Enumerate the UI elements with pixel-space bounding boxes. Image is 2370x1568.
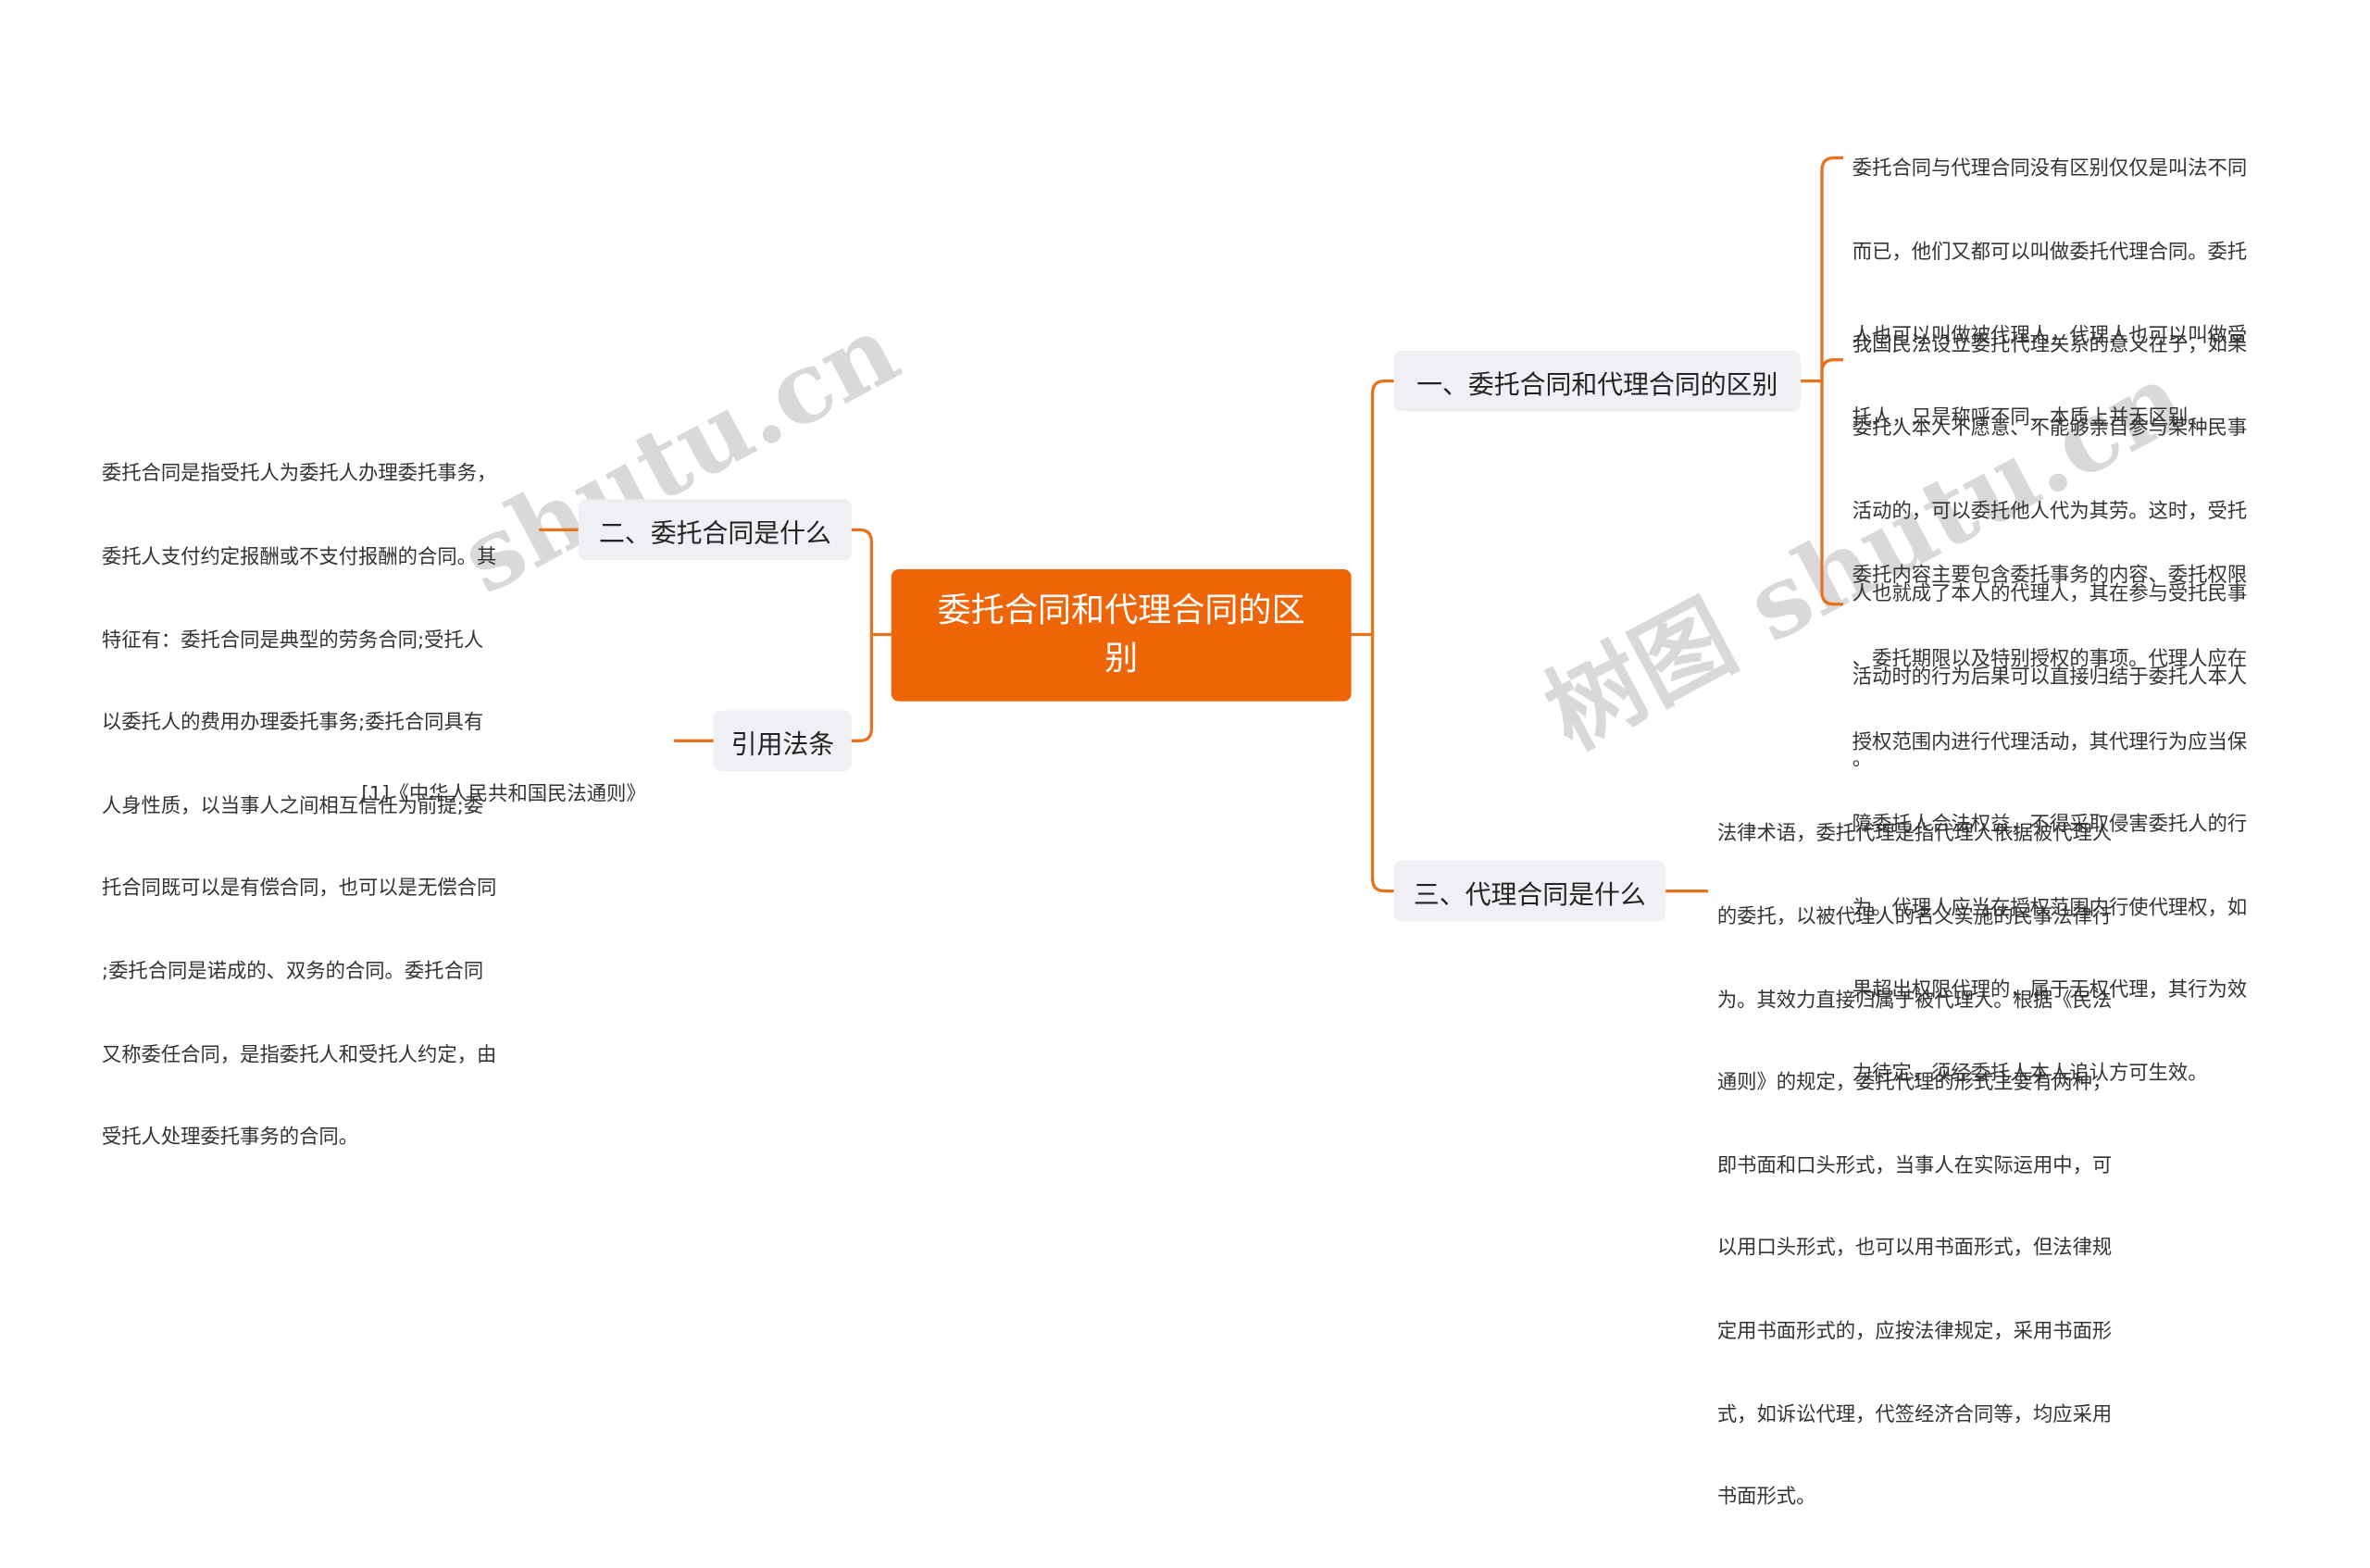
leaf-note-2-line: 活动时的行为后果可以直接归结于委托人本人	[1852, 666, 2248, 690]
leaf-note-6[interactable]: [1]《中华人民共和国民法通则》	[361, 728, 645, 865]
leaf-note-5-line: 又称委任合同，是指委托人和受托人约定，由	[101, 1043, 497, 1067]
central-topic-line-2: 别	[1104, 640, 1139, 678]
leaf-note-1-line: 人也可以叫做被代理人，代理人也可以叫做受	[1852, 324, 2248, 347]
leaf-note-4-line: 的委托，以被代理人的名义实施的民事法律行	[1716, 906, 2113, 929]
leaf-note-5-line: 特征有：委托合同是典型的劳务合同;受托人	[101, 628, 484, 653]
leaf-note-1-line: 而已，他们又都可以叫做委托代理合同。委托	[1852, 241, 2248, 265]
leaf-note-3-line: 力待定，须经委托人本人追认方可生效。	[1852, 1063, 2208, 1086]
connector-to-leaf-1	[1820, 156, 1843, 381]
leaf-note-3[interactable]: 委托内容主要包含委托事务的内容、委托权限 、委托期限以及特别授权的事项。代理人应…	[1852, 508, 2247, 1144]
branch-topic-citations-label: 引用法条	[730, 729, 835, 760]
connector-to-branch-3	[1370, 634, 1394, 893]
leaf-note-3-line: 障委托人合法权益，不得采取侵害委托人的行	[1852, 814, 2248, 838]
leaf-note-5-line: ;委托合同是诺成的、双务的合同。委托合同	[101, 961, 484, 984]
connector-lines	[539, 156, 1843, 893]
leaf-note-5-line: 委托合同是指受托人为委托人办理委托事务，	[101, 463, 497, 487]
leaf-note-2-line: 委托人本人不愿意、不能够亲自参与某种民事	[1852, 417, 2248, 441]
leaf-note-4-line: 即书面和口头形式，当事人在实际运用中，可	[1716, 1154, 2113, 1178]
leaf-note-2-line: 人也就成了本人的代理人，其在参与受托民事	[1852, 583, 2248, 606]
leaf-note-6-line: [1]《中华人民共和国民法通则》	[361, 783, 646, 807]
connector-to-leaf-3	[1820, 380, 1843, 606]
branch-topic-difference[interactable]: 一、委托合同和代理合同的区别	[1393, 350, 1802, 412]
leaf-note-1-line: 委托合同与代理合同没有区别仅仅是叫法不同	[1852, 158, 2248, 181]
leaf-note-3-line: 、委托期限以及特别授权的事项。代理人应在	[1852, 648, 2248, 671]
leaf-note-3-line: 授权范围内进行代理活动，其代理行为应当保	[1852, 730, 2248, 754]
branch-topic-difference-label: 一、委托合同和代理合同的区别	[1416, 369, 1778, 401]
leaf-note-1-line: 托人，只是称呼不同，本质上并无区别。	[1852, 406, 2208, 430]
central-topic-line-1: 委托合同和代理合同的区	[937, 591, 1305, 629]
leaf-note-4-line: 法律术语，委托代理是指代理人依据被代理人	[1716, 823, 2113, 847]
mindmap-canvas: shutu.cn 树图 shutu.cn 委托合同和代理合同的区	[101, 102, 2247, 1510]
branch-topic-citations[interactable]: 引用法条	[713, 710, 853, 772]
leaf-note-4-line: 以用口头形式，也可以用书面形式，但法律规	[1716, 1238, 2113, 1261]
leaf-note-4-line: 书面形式。	[1716, 1487, 1816, 1510]
leaf-note-4-line: 为。其效力直接归属于被代理人。根据《民法	[1716, 989, 2113, 1013]
leaf-note-2-line: 活动的，可以委托他人代为其劳。这时，受托	[1852, 500, 2248, 524]
leaf-note-3-line: 委托内容主要包含委托事务的内容、委托权限	[1852, 565, 2248, 589]
leaf-note-4-line: 定用书面形式的，应按法律规定，采用书面形	[1716, 1320, 2113, 1344]
central-topic[interactable]: 委托合同和代理合同的区 别	[891, 569, 1352, 702]
connector-to-branch-1	[1370, 379, 1394, 635]
connector-to-leaf-2	[1820, 358, 1843, 381]
leaf-note-2-line: 。	[1852, 749, 1873, 772]
leaf-note-5-line: 受托人处理委托事务的合同。	[101, 1126, 359, 1150]
branch-topic-agency-contract[interactable]: 三、代理合同是什么	[1393, 860, 1666, 922]
leaf-note-3-line: 果超出权限代理的，属于无权代理，其行为效	[1852, 979, 2248, 1003]
leaf-note-4-line: 通则》的规定，委托代理的形式主要有两种，	[1716, 1072, 2113, 1095]
leaf-note-1[interactable]: 委托合同与代理合同没有区别仅仅是叫法不同 而已，他们又都可以叫做委托代理合同。委…	[1852, 102, 2247, 489]
leaf-note-5-line: 以委托人的费用办理委托事务;委托合同具有	[101, 712, 484, 736]
branch-topic-agency-contract-label: 三、代理合同是什么	[1413, 879, 1646, 911]
leaf-note-5-line: 委托人支付约定报酬或不支付报酬的合同。其	[101, 546, 497, 570]
leaf-note-4-line: 式，如诉讼代理，代签经济合同等，均应采用	[1716, 1403, 2113, 1427]
leaf-note-2[interactable]: 我国民法设立委托代理关系的意义在于，如果 委托人本人不愿意、不能够亲自参与某种民…	[1852, 278, 2247, 830]
leaf-note-2-line: 我国民法设立委托代理关系的意义在于，如果	[1852, 334, 2248, 358]
leaf-note-4[interactable]: 法律术语，委托代理是指代理人依据被代理人 的委托，以被代理人的名义实施的民事法律…	[1717, 766, 2112, 1568]
branch-topic-entrust-contract[interactable]: 二、委托合同是什么	[578, 499, 853, 561]
connector-to-branch-4	[850, 634, 873, 742]
branch-topic-entrust-contract-label: 二、委托合同是什么	[598, 518, 831, 549]
leaf-note-3-line: 为。代理人应当在授权范围内行使代理权，如	[1852, 896, 2248, 920]
leaf-note-5-line: 托合同既可以是有偿合同，也可以是无偿合同	[101, 877, 497, 902]
leaf-note-5-line: 人身性质，以当事人之间相互信任为前提;委	[101, 795, 484, 818]
connector-to-branch-2	[850, 528, 873, 635]
